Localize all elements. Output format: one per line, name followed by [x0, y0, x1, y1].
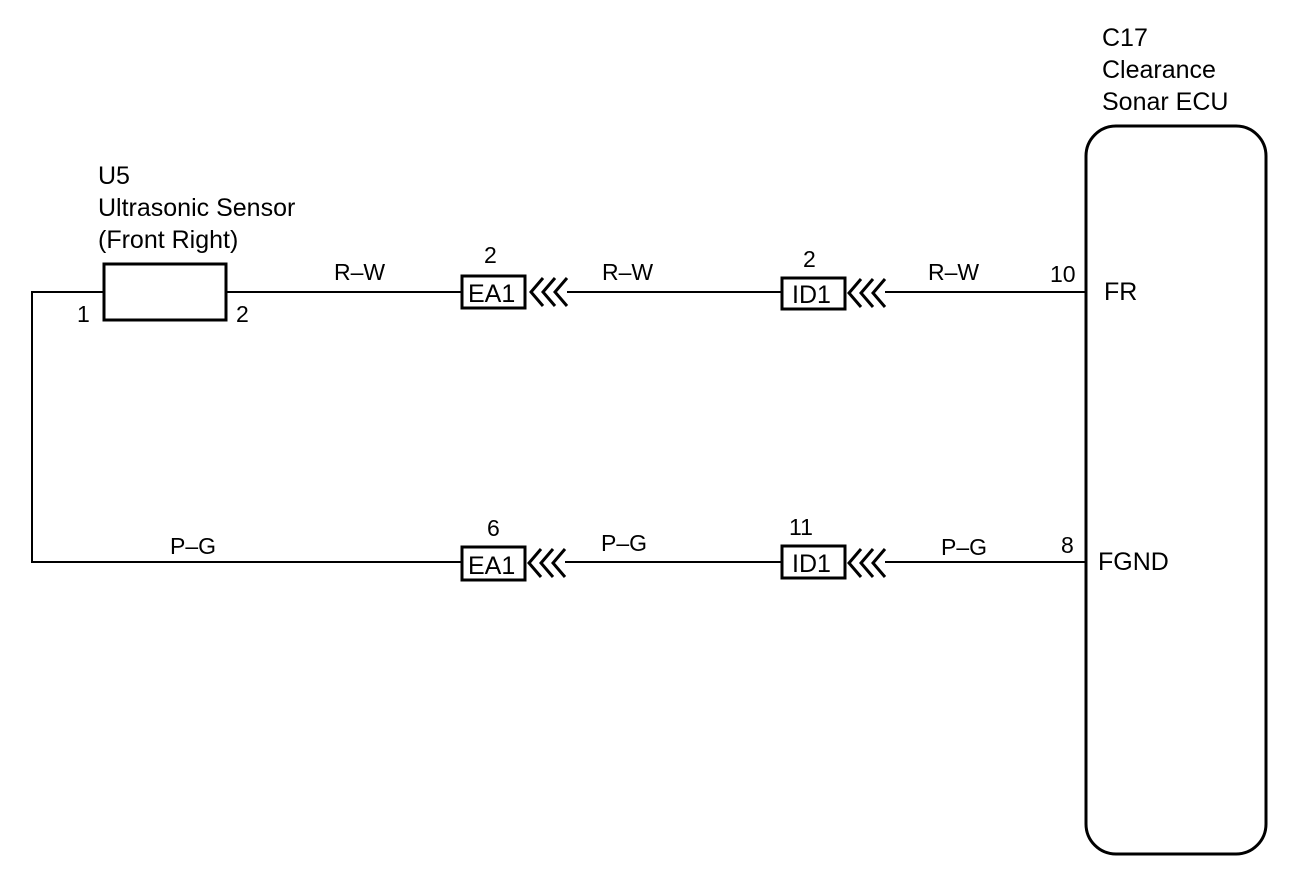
wire-color-label: R–W [602, 259, 653, 285]
connector-id1 [780, 544, 847, 580]
connector-ea1-pin: 2 [484, 242, 497, 268]
circuit-fgnd: P–G 6 EA1 P–G 11 ID1 P–G [170, 514, 1086, 582]
sensor-code: U5 [98, 162, 130, 190]
ecu-body [1084, 124, 1268, 856]
sensor-name: Ultrasonic Sensor [98, 194, 295, 222]
wire-color-label: P–G [601, 530, 647, 556]
sensor-body [102, 262, 228, 322]
connector-id1-pin: 2 [803, 246, 816, 272]
ecu-name-line2: Sonar ECU [1102, 88, 1228, 116]
connector-chevron-icon [871, 548, 887, 578]
sensor-pin-1: 1 [77, 301, 90, 327]
ecu-terminal-pin-10: 10 [1050, 261, 1076, 287]
connector-chevron-icon [859, 278, 875, 308]
connector-chevron-icon [551, 548, 567, 578]
ecu-c17: C17 Clearance Sonar ECU 10 FR 8 FGND [1050, 24, 1268, 856]
connector-ea1 [460, 274, 527, 310]
connector-id1-label: ID1 [792, 281, 831, 309]
sensor-position: (Front Right) [98, 226, 238, 254]
connector-id1 [780, 276, 847, 311]
wire-color-label: R–W [334, 259, 385, 285]
ground-loop-wire [31, 291, 462, 563]
wire-color-label: P–G [941, 534, 987, 560]
connector-chevron-icon [871, 278, 887, 308]
ecu-terminal-fr: FR [1104, 278, 1137, 306]
connector-chevron-icon [847, 278, 863, 308]
circuit-fr: R–W 2 EA1 R–W 2 ID1 R–W [226, 242, 1086, 311]
connector-chevron-icon [539, 548, 555, 578]
connector-chevron-icon [553, 277, 569, 307]
connector-ea1-pin: 6 [487, 515, 500, 541]
connector-ea1-label: EA1 [468, 552, 515, 580]
connector-ea1-label: EA1 [468, 280, 515, 308]
sensor-u5: U5 Ultrasonic Sensor (Front Right) 1 2 [77, 162, 295, 327]
connector-chevron-icon [847, 548, 863, 578]
ecu-terminal-pin-8: 8 [1061, 532, 1074, 558]
wire-color-label: P–G [170, 533, 216, 559]
connector-chevron-icon [541, 277, 557, 307]
wire-color-label: R–W [928, 259, 979, 285]
connector-ea1 [460, 545, 527, 582]
ecu-name-line1: Clearance [1102, 56, 1216, 84]
connector-chevron-icon [527, 548, 543, 578]
ecu-terminal-fgnd: FGND [1098, 548, 1169, 576]
connector-id1-pin: 11 [789, 514, 813, 540]
connector-chevron-icon [859, 548, 875, 578]
connector-id1-label: ID1 [792, 550, 831, 578]
connector-chevron-icon [529, 277, 545, 307]
sensor-pin-2: 2 [236, 301, 249, 327]
ecu-code: C17 [1102, 24, 1148, 52]
